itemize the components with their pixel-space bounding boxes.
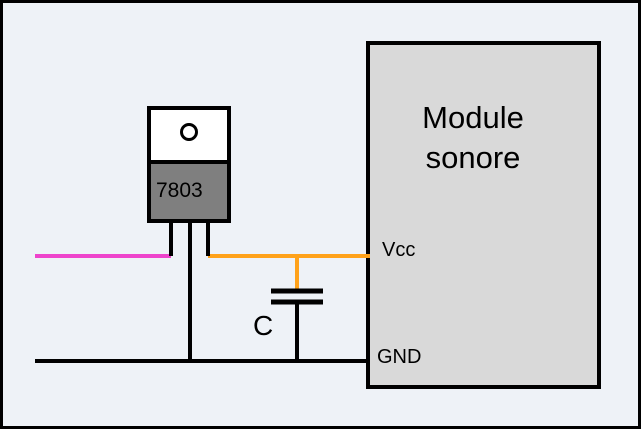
regulator-mounting-hole-icon [180, 123, 198, 141]
module-title-line2: sonore [426, 140, 521, 175]
capacitor-label: C [253, 310, 273, 341]
module-title-line1: Module [422, 100, 524, 135]
regulator-label: 7803 [156, 179, 203, 202]
sound-module-box [366, 41, 601, 389]
vcc-pin-label: Vcc [382, 239, 415, 261]
gnd-pin-label: GND [377, 346, 421, 368]
regulator-body [147, 160, 231, 223]
voltage-regulator: 7803 [147, 106, 231, 223]
